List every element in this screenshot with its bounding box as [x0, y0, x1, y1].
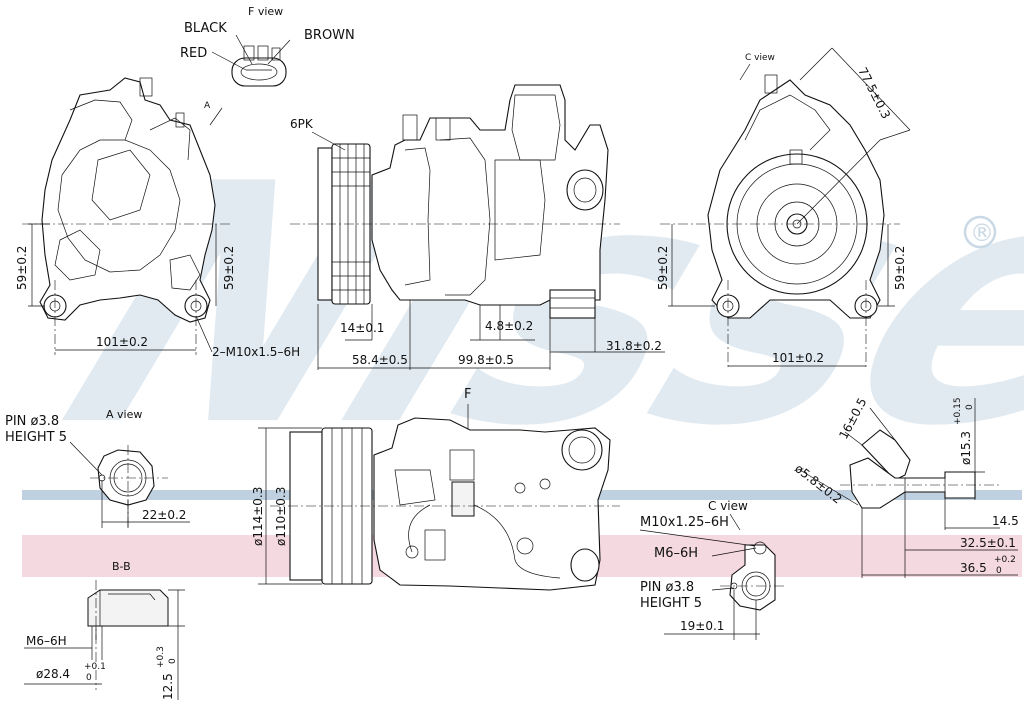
fit-d365-tol-up: +0.2 [994, 555, 1016, 565]
front-width: 101±0.2 [96, 335, 148, 349]
c-width: 101±0.2 [772, 351, 824, 365]
bb-d284: ø28.4 [36, 667, 70, 681]
bb-d284-tol-dn: 0 [86, 673, 92, 683]
bottom-view: F ø114±0.3 ø110±0.3 [251, 387, 620, 591]
fit-d145: 14.5 [992, 514, 1019, 528]
bb-title: B-B [112, 560, 131, 573]
fit-d153-tol-dn: 0 [965, 404, 975, 410]
bb-d284-tol-up: +0.1 [84, 662, 106, 672]
c-view-bottom-title: C view [708, 499, 748, 513]
dim-58-4: 58.4±0.5 [352, 353, 408, 367]
f-view-connector: F view BLACK BROWN RED [180, 5, 355, 87]
brown-label: BROWN [304, 28, 355, 43]
front-height-left: 59±0.2 [15, 246, 29, 290]
front-thread: 2–M10x1.5–6H [212, 345, 300, 359]
front-arrow-a: A [204, 101, 211, 111]
bb-d125-tol-up: +0.3 [156, 646, 166, 668]
c-dim-19: 19±0.1 [680, 619, 724, 633]
f-view-title: F view [248, 5, 283, 18]
bb-section: B-B M6–6H ø28.4 +0.1 0 12.5 +0.3 0 [24, 560, 185, 700]
black-label: BLACK [184, 21, 227, 36]
fit-d153-tol-up: +0.15 [953, 397, 963, 425]
pulley-label: 6PK [290, 117, 314, 131]
front-height-right: 59±0.2 [222, 246, 236, 290]
dim-99-8: 99.8±0.5 [458, 353, 514, 367]
arrow-f-label: F [464, 387, 471, 402]
bb-d125-tol-dn: 0 [168, 658, 178, 664]
red-label: RED [180, 46, 207, 61]
dim-22: 22±0.2 [142, 508, 186, 522]
fit-d153: ø15.3 [959, 431, 973, 465]
a-height-label: HEIGHT 5 [5, 430, 67, 445]
registered-symbol: ® [970, 219, 994, 247]
bb-d125: 12.5 [161, 673, 175, 700]
side-view: 6PK 14±0.1 4.8±0.2 31.8±0.2 58.4±0.5 99.… [290, 84, 665, 370]
fit-d325: 32.5±0.1 [960, 536, 1016, 550]
c-thread-1: M10x1.25–6H [640, 515, 729, 530]
dim-d114: ø114±0.3 [251, 487, 265, 546]
c-view-bottom: C view M10x1.25–6H M6–6H PIN ø3.8 HEIGHT… [639, 499, 785, 640]
c-height-right: 59±0.2 [893, 246, 907, 290]
fit-d365-tol-dn: 0 [996, 566, 1002, 576]
registered-mark [963, 215, 997, 249]
dim-31-8: 31.8±0.2 [606, 339, 662, 353]
dim-4-8: 4.8±0.2 [485, 319, 533, 333]
front-view: 59±0.2 59±0.2 101±0.2 2–M10x1.5–6H A [15, 77, 300, 359]
c-height-label: HEIGHT 5 [640, 596, 702, 611]
a-pin-label: PIN ø3.8 [5, 414, 59, 429]
a-view: PIN ø3.8 HEIGHT 5 A view 22±0.2 [5, 408, 190, 530]
fit-d365: 36.5 [960, 561, 987, 575]
c-thread-2: M6–6H [654, 546, 698, 561]
dim-d110: ø110±0.3 [274, 487, 288, 546]
a-view-title: A view [106, 408, 142, 421]
dim-14: 14±0.1 [340, 321, 384, 335]
c-height-left: 59±0.2 [656, 246, 670, 290]
bb-thread: M6–6H [26, 634, 67, 648]
c-view-top-title: C view [745, 53, 775, 63]
c-pin-label: PIN ø3.8 [640, 580, 694, 595]
